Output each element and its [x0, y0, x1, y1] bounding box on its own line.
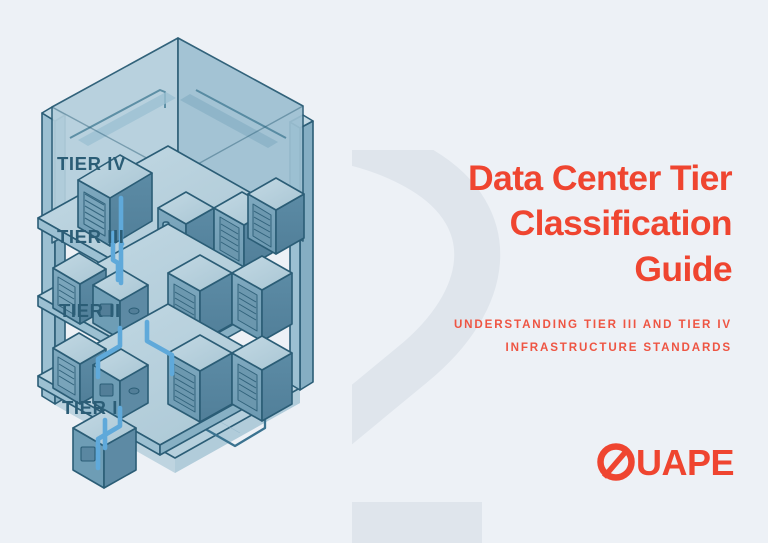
- subtitle-line-2: INFRASTRUCTURE STANDARDS: [505, 340, 732, 354]
- ceiling-duct-band: [78, 92, 278, 148]
- server-rack-tier-2-a: [167, 334, 233, 423]
- subtitle-line-1: UNDERSTANDING TIER III AND TIER IV: [453, 318, 732, 332]
- brand-wordmark-letters: UAPE: [636, 442, 734, 483]
- cable-run-3-right: [144, 319, 175, 377]
- server-rack-tier-2-b: [231, 335, 293, 422]
- tier-label-iii: TIER III: [57, 226, 125, 247]
- title-line-2: Classification: [509, 203, 733, 244]
- q-slash-icon: [597, 443, 635, 481]
- headline-block: Data Center Tier Classification Guide UN…: [402, 156, 733, 360]
- tier-label-i: TIER I: [62, 397, 119, 418]
- cable-run-4: [110, 230, 121, 283]
- cable-run-3-left: [95, 325, 123, 380]
- data-center-illustration: [37, 37, 314, 489]
- title-line-3: Guide: [634, 248, 732, 289]
- quape-wordmark: UAPE: [597, 442, 735, 483]
- tier-label-iv: TIER IV: [57, 153, 126, 174]
- network-switch-tier-2: [92, 348, 149, 420]
- cooling-unit-tier-4: [77, 154, 153, 247]
- tier-label-ii: TIER II: [59, 300, 121, 321]
- page-subtitle: UNDERSTANDING TIER III AND TIER IV INFRA…: [402, 314, 732, 359]
- brand-logo: UAPE: [595, 439, 735, 485]
- server-rack-tier-4-c: [247, 177, 305, 255]
- cable-run-2-left: [95, 405, 123, 459]
- server-rack-tier-3-b: [231, 255, 293, 342]
- page-title: Data Center Tier Classification Guide: [402, 156, 733, 292]
- title-line-1: Data Center Tier: [468, 158, 733, 198]
- cable-runs: [95, 195, 175, 471]
- roof-rim: [51, 37, 304, 176]
